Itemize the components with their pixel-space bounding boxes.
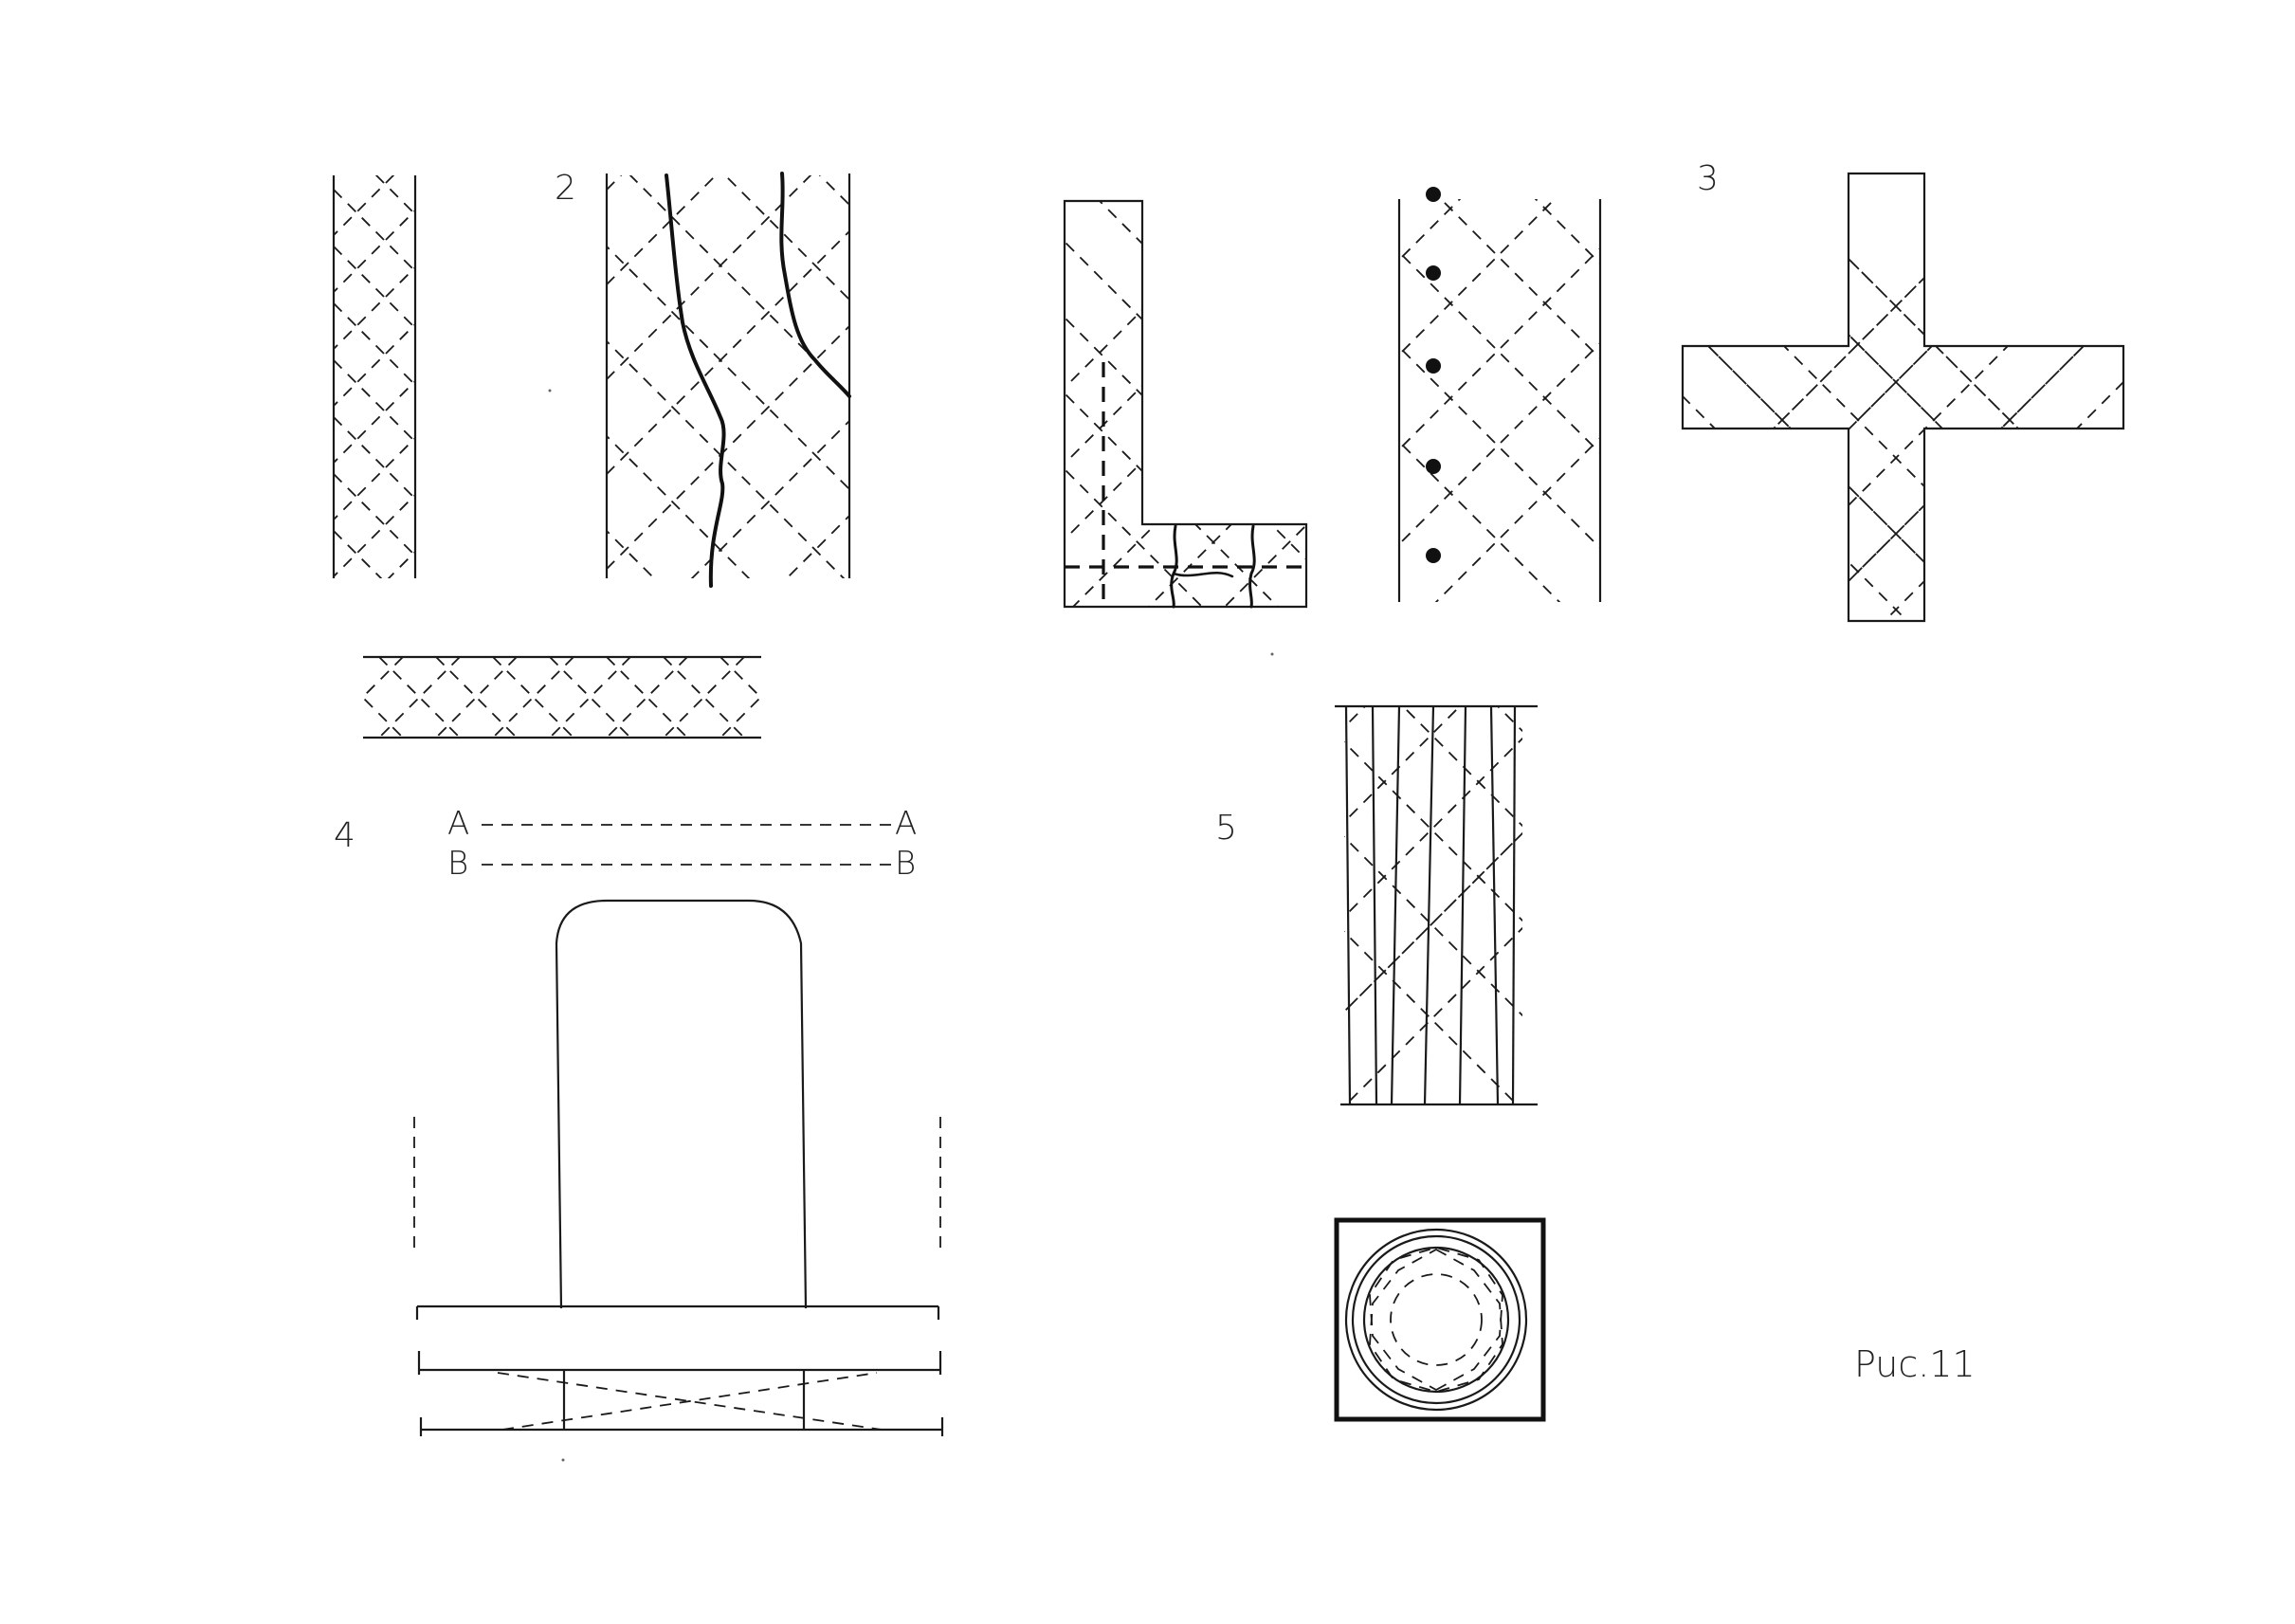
dot-5 [1426,548,1441,563]
scan-specks [548,389,1274,1462]
dot-3 [1426,358,1441,374]
column-hatch [1344,706,1522,1104]
section-a-left-label: A [447,805,469,843]
section-b-left-label: B [447,845,468,883]
fig4-section: 4 A A B B [334,805,944,1436]
fig5-label: 5 [1215,809,1237,848]
fig2-label: 2 [555,169,576,208]
fig5-plan-view [1334,1217,1546,1422]
fig2-hatch [607,175,849,578]
section-a-right-label: A [895,805,917,843]
fig4-post [555,899,808,1309]
plan-star-pattern [1369,1247,1503,1393]
section-b-right-label: B [895,845,916,883]
cross-hatch [1683,173,2123,621]
fig1-horizontal-strip [363,655,761,739]
dot-1 [1426,187,1441,202]
figure-caption: Puc.11 [1854,1343,1976,1385]
l-shape-hatch [1065,201,1306,607]
fig2-crack-right [779,172,851,398]
fig3-label: 3 [1697,159,1719,198]
dot-4 [1426,459,1441,474]
fig1-narrow-strip [332,175,417,578]
fig5-column: 5 [1215,704,1538,1106]
dotted-strip-hatch [1399,199,1600,602]
column-flutes [1344,705,1517,1105]
fig-l-shape [1063,199,1308,609]
fig4-label: 4 [334,816,355,855]
fig2-cracked-strip: 2 [555,169,851,588]
dotted-strip-dots [1426,187,1441,563]
fig3-cross: 3 [1681,159,2125,623]
fig-dotted-strip [1397,187,1602,602]
fig2-crack-left [665,173,726,588]
fig1-hatch [334,175,415,578]
horizontal-hatch [363,657,761,738]
dot-2 [1426,265,1441,281]
